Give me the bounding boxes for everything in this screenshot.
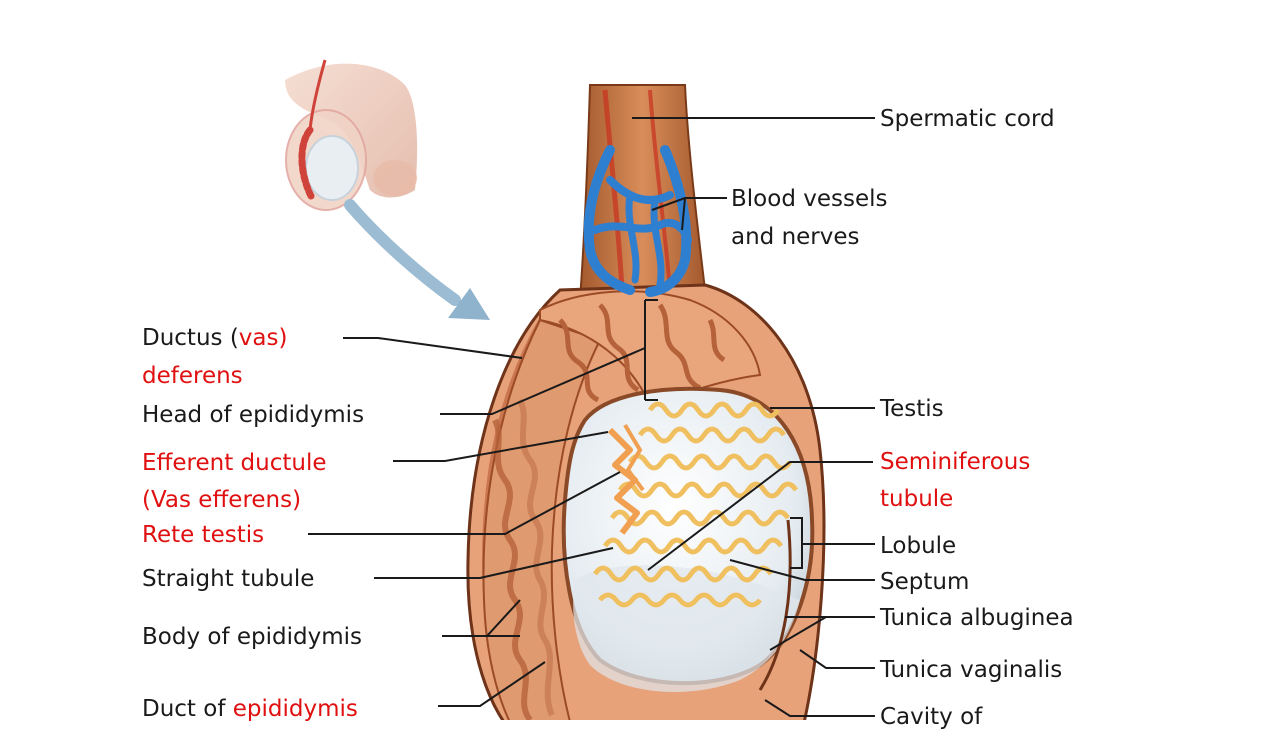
label-ductus-part2: vas)	[238, 325, 288, 351]
label-blood-vessels-line1: Blood vessels	[731, 186, 888, 212]
leader-tunica-vaginalis	[799, 649, 875, 669]
leader-efferent	[393, 431, 609, 462]
label-duct-part2: epididymis	[232, 696, 358, 722]
label-seminiferous: Seminiferous	[880, 449, 1031, 475]
label-efferent-ductule: Efferent ductule	[142, 450, 327, 476]
organ	[466, 84, 826, 720]
label-spermatic-cord: Spermatic cord	[880, 106, 1055, 132]
label-tunica-vaginalis: Tunica vaginalis	[880, 657, 1063, 683]
label-head-epididymis: Head of epididymis	[142, 402, 365, 428]
leader-straight-tubule	[374, 547, 614, 579]
label-tunica-albuginea: Tunica albuginea	[880, 605, 1074, 631]
pointer-arrow	[344, 199, 490, 320]
leader-cavity	[764, 699, 875, 717]
blood-vessels	[583, 145, 692, 297]
label-ductus-part1: Ductus (	[142, 325, 239, 351]
label-rete-testis: Rete testis	[142, 522, 265, 548]
label-deferens: deferens	[142, 363, 243, 389]
label-duct-part1: Duct of	[142, 696, 233, 722]
leader-lines	[308, 117, 875, 717]
label-blood-vessels-line2: and nerves	[731, 224, 860, 250]
label-testis: Testis	[880, 396, 944, 422]
label-lobule: Lobule	[880, 533, 957, 559]
label-septum: Septum	[880, 569, 970, 595]
seminiferous-tubules	[592, 401, 799, 608]
label-vas-efferens: (Vas efferens)	[142, 487, 302, 513]
leader-seminiferous	[647, 461, 873, 571]
label-duct-epididymis: Duct of epididymis	[142, 696, 358, 722]
label-body-epididymis: Body of epididymis	[142, 624, 362, 650]
label-cavity: Cavity of	[880, 704, 983, 730]
leader-duct-epididymis	[438, 661, 546, 707]
leader-septum	[729, 559, 875, 581]
inset-figure	[285, 59, 418, 211]
label-tubule: tubule	[880, 486, 954, 512]
leader-ductus	[343, 337, 523, 359]
leader-head-epididymis	[440, 347, 646, 415]
leader-rete-testis	[308, 471, 621, 535]
label-ductus-deferens: Ductus (vas)	[142, 325, 287, 351]
label-straight-tubule: Straight tubule	[142, 566, 315, 592]
